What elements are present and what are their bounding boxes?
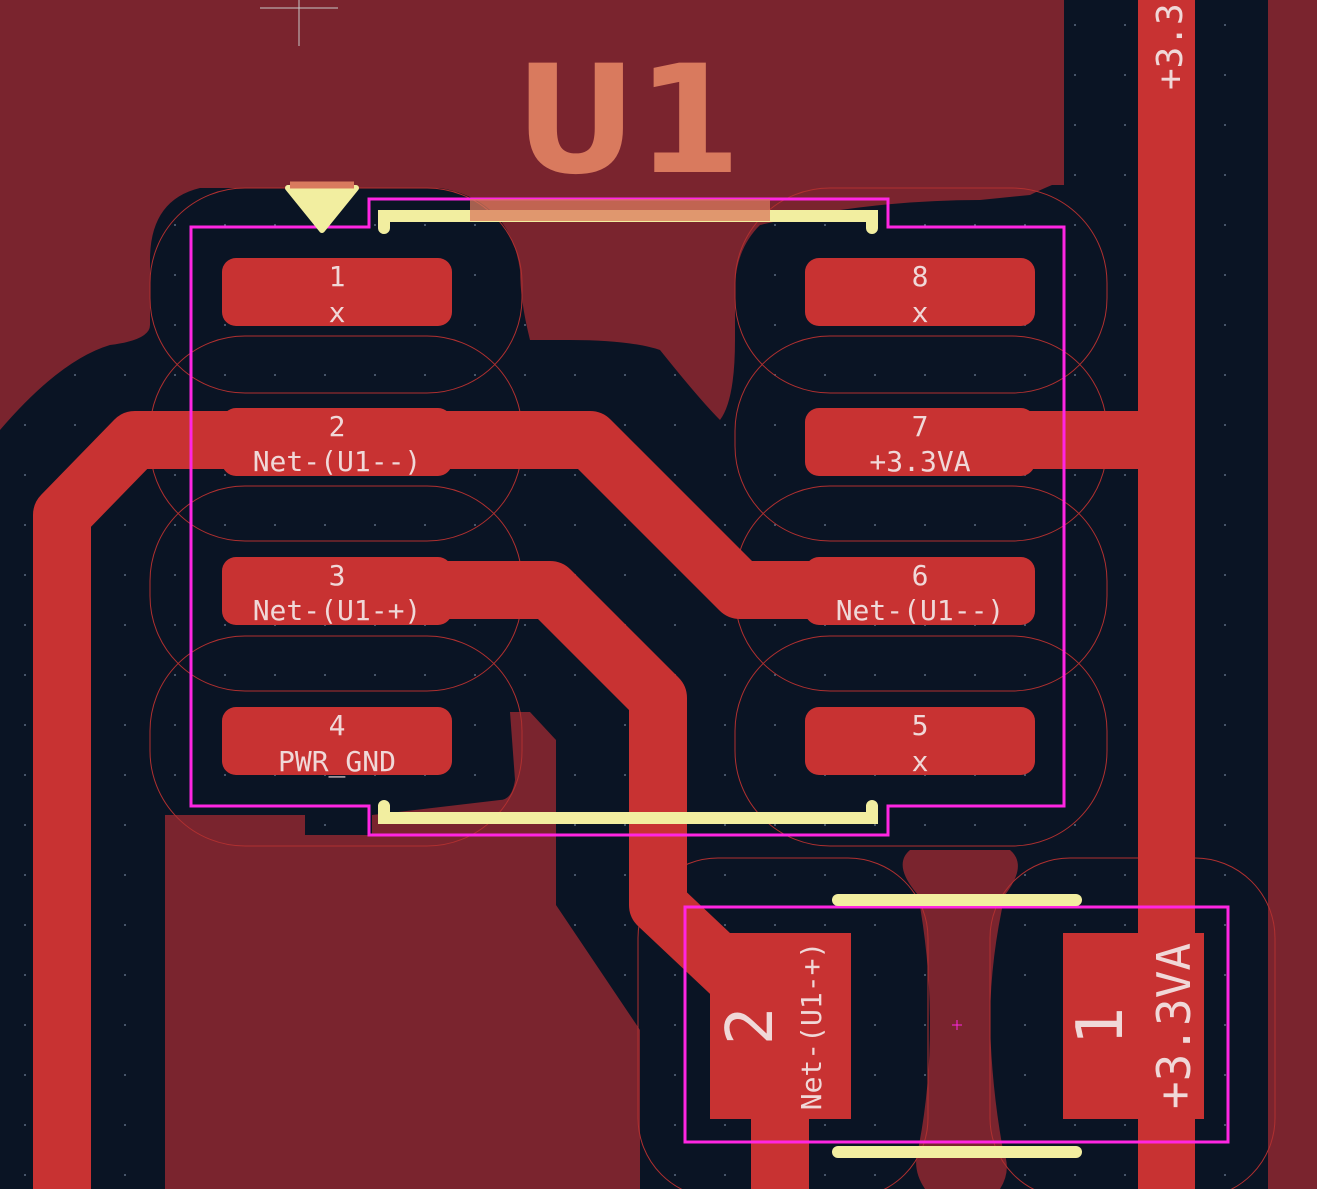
pad-number: 8 — [912, 260, 929, 293]
copper-pour-bottom-left — [165, 712, 640, 1189]
u1-pad[interactable]: 6 Net-(U1--) — [805, 557, 1035, 627]
cap-pad[interactable]: 2 Net-(U1-+) — [710, 933, 851, 1119]
pad-number: 5 — [912, 709, 929, 742]
pad-net-label: x — [912, 296, 929, 329]
pad-number: 1 — [1064, 1007, 1138, 1046]
courtyard-outlines — [189, 197, 1230, 1144]
u1-pad[interactable]: 2 Net-(U1--) — [222, 408, 452, 478]
copper-neck-between-cap-pads — [902, 850, 1018, 1189]
u1-silk-bottom — [378, 800, 878, 824]
pad-net-label: Net-(U1-+) — [253, 594, 422, 627]
u1-pad[interactable]: 4 PWR_GND — [222, 707, 452, 779]
pad-number: 6 — [912, 559, 929, 592]
u1-pad[interactable]: 3 Net-(U1-+) — [222, 557, 452, 627]
track-net-label: +3.3 — [1150, 3, 1191, 90]
u1-pad[interactable]: 8 x — [805, 258, 1035, 329]
u1-courtyard — [189, 197, 1066, 837]
pad-net-label: PWR_GND — [278, 745, 396, 779]
pad-number: 4 — [329, 709, 346, 742]
center-crosshair-icon — [952, 1020, 962, 1030]
component-reference: U1 — [515, 34, 741, 208]
ref-overlay-bar — [470, 199, 770, 221]
pad-net-label: Net-(U1-+) — [795, 942, 828, 1111]
copper-pour-right-strip — [1268, 0, 1317, 1189]
pad-net-label: +3.3VA — [869, 445, 970, 478]
u1-pad[interactable]: 7 +3.3VA — [805, 408, 1035, 478]
pad-net-label: Net-(U1--) — [253, 445, 422, 478]
u1-pad[interactable]: 5 x — [805, 707, 1035, 778]
origin-crosshair-icon — [260, 0, 338, 46]
c-courtyard — [683, 905, 1230, 1144]
pad-number: 7 — [912, 410, 929, 443]
pad-number: 1 — [329, 260, 346, 293]
pad-net-label: x — [912, 745, 929, 778]
pad-number: 2 — [329, 410, 346, 443]
pad-number: 3 — [329, 559, 346, 592]
pad-net-label: +3.3VA — [1147, 943, 1201, 1109]
cap-pad[interactable]: 1 +3.3VA — [1063, 933, 1204, 1119]
pad-net-label: x — [329, 296, 346, 329]
pad-net-label: Net-(U1--) — [836, 594, 1005, 627]
u1-pad[interactable]: 1 x — [222, 258, 452, 329]
pad-number: 2 — [714, 1007, 788, 1046]
